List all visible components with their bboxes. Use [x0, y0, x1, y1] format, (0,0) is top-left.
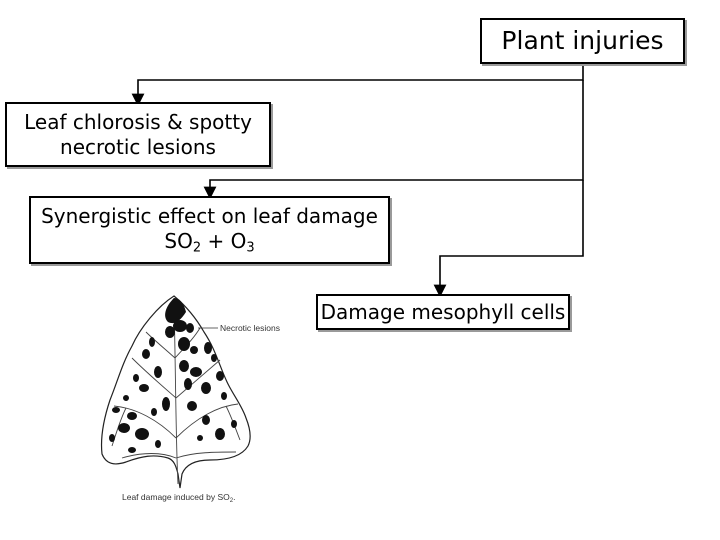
plant-injuries-box: Plant injuries	[480, 18, 685, 64]
synergistic-formula: SO2 + O3	[164, 228, 255, 255]
leaf-damage-illustration: Necrotic lesions Leaf damage induced by …	[100, 295, 280, 504]
synergistic-effect-line1: Synergistic effect on leaf damage	[41, 203, 378, 228]
synergistic-effect-box: Synergistic effect on leaf damage SO2 + …	[29, 196, 390, 264]
leaf-chlorosis-line2: necrotic lesions	[60, 134, 216, 159]
leaf-chlorosis-line1: Leaf chlorosis & spotty	[24, 109, 252, 134]
arrow-to-synergy	[203, 80, 584, 200]
necrotic-lesions-label: Necrotic lesions	[220, 323, 280, 333]
plant-injuries-label: Plant injuries	[501, 26, 664, 56]
damage-mesophyll-label: Damage mesophyll cells	[320, 299, 566, 324]
arrow-to-mesophyll	[433, 180, 584, 298]
arrow-to-leaf-symptom	[131, 64, 584, 107]
damage-mesophyll-box: Damage mesophyll cells	[316, 294, 570, 330]
leaf-chlorosis-box: Leaf chlorosis & spotty necrotic lesions	[5, 102, 271, 167]
leaf-figure-caption: Leaf damage induced by SO2.	[122, 492, 235, 504]
